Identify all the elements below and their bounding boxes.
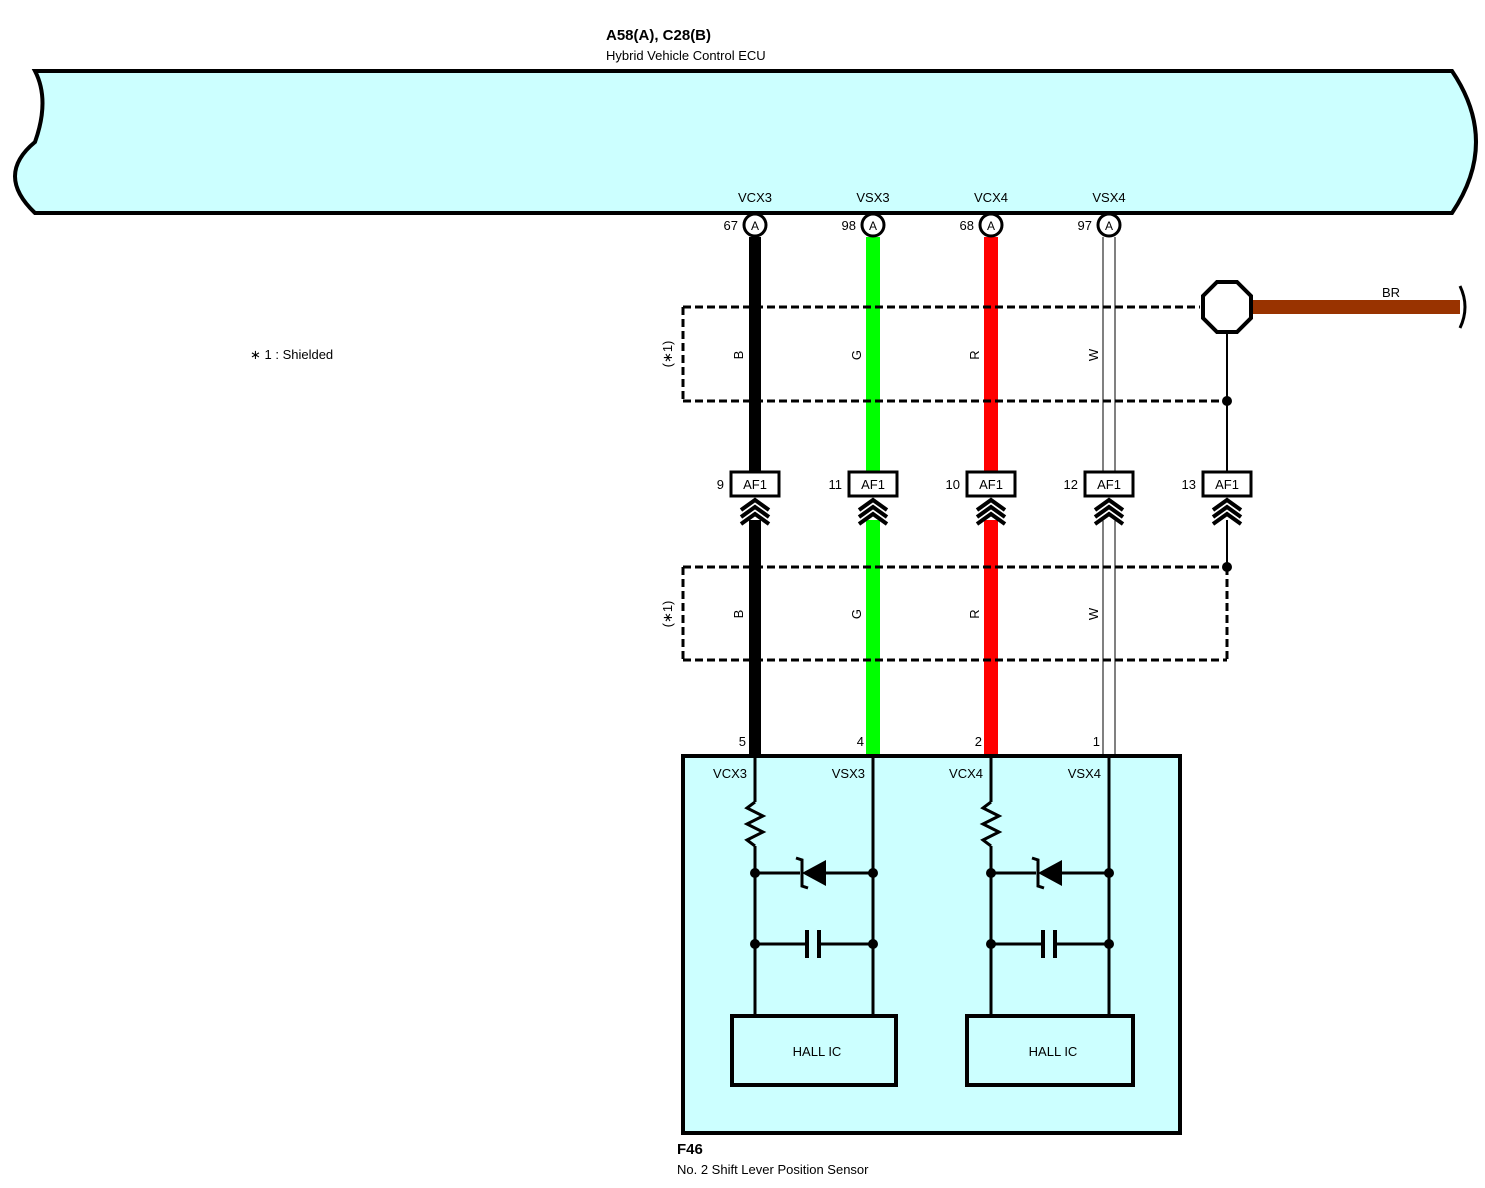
svg-text:AF1: AF1: [979, 477, 1003, 492]
sensor-signal-vcx4: VCX4: [949, 766, 983, 781]
ecu-pin-number-97: 97: [1078, 218, 1092, 233]
sensor-code: F46: [677, 1141, 703, 1158]
ecu-signal-vcx3: VCX3: [738, 190, 772, 205]
wire-code-g-lower: G: [849, 609, 864, 619]
ecu-pin-67: A: [742, 212, 768, 238]
wire-code-r-lower: R: [967, 609, 982, 618]
af-pin-10: 10: [946, 477, 960, 492]
ecu-name: Hybrid Vehicle Control ECU: [606, 48, 766, 63]
junction-af1-11: AF1: [847, 470, 899, 526]
ground-octagon: [1201, 280, 1253, 334]
svg-text:AF1: AF1: [861, 477, 885, 492]
node-1b: [868, 868, 878, 878]
wire-code-b-lower: B: [731, 610, 746, 619]
ecu-pin-number-98: 98: [842, 218, 856, 233]
sensor-pin-4: 4: [857, 734, 864, 749]
ecu-signal-vcx4: VCX4: [974, 190, 1008, 205]
wire-code-b-upper: B: [731, 351, 746, 360]
node-2d: [1104, 939, 1114, 949]
ecu-pin-68: A: [978, 212, 1004, 238]
ecu-pin-97: A: [1096, 212, 1122, 238]
sensor-signal-vsx3: VSX3: [832, 766, 865, 781]
zener-diode-2: [1031, 856, 1062, 890]
ecu-signal-vsx4: VSX4: [1092, 190, 1125, 205]
sensor-circuit-2: [979, 756, 1111, 1016]
junction-af1-13: AF1: [1201, 470, 1253, 526]
sensor-signal-vcx3: VCX3: [713, 766, 747, 781]
hall-ic-1-label: HALL IC: [793, 1044, 842, 1059]
sensor-signal-vsx4: VSX4: [1068, 766, 1101, 781]
svg-text:AF1: AF1: [743, 477, 767, 492]
wire-code-r-upper: R: [967, 350, 982, 359]
node-1a: [750, 868, 760, 878]
svg-text:AF1: AF1: [1215, 477, 1239, 492]
shield-label-upper: (∗1): [660, 341, 675, 368]
shielded-note: ∗ 1 : Shielded: [250, 347, 333, 362]
ecu-body: [13, 69, 1478, 215]
sensor-pin-1: 1: [1093, 734, 1100, 749]
wire-br-label: BR: [1382, 285, 1400, 300]
ecu-pin-98: A: [860, 212, 886, 238]
sensor-pin-2: 2: [975, 734, 982, 749]
af-pin-13: 13: [1182, 477, 1196, 492]
junction-af1-12: AF1: [1083, 470, 1135, 526]
ecu-pin-number-67: 67: [724, 218, 738, 233]
svg-text:A: A: [987, 219, 995, 233]
af-pin-9: 9: [717, 477, 724, 492]
svg-text:A: A: [751, 219, 759, 233]
svg-text:A: A: [1105, 219, 1113, 233]
hall-ic-2-label: HALL IC: [1029, 1044, 1078, 1059]
node-1d: [868, 939, 878, 949]
wire-code-w-lower: W: [1086, 607, 1101, 620]
wire-w-lower: [1102, 520, 1116, 756]
af-pin-11: 11: [829, 477, 843, 492]
ecu-code: A58(A), C28(B): [606, 27, 711, 44]
shield-box-upper: [681, 305, 1227, 403]
node-1c: [750, 939, 760, 949]
junction-af1-10: AF1: [965, 470, 1017, 526]
svg-text:A: A: [869, 219, 877, 233]
wire-code-w-upper: W: [1086, 348, 1101, 361]
node-2a: [986, 868, 996, 878]
af-pin-12: 12: [1064, 477, 1078, 492]
wire-code-g-upper: G: [849, 350, 864, 360]
zener-diode-1: [795, 856, 826, 890]
shield-box-lower: [681, 565, 1229, 662]
hall-ic-2: [965, 1014, 1135, 1087]
sensor-pin-5: 5: [739, 734, 746, 749]
ecu-signal-vsx3: VSX3: [856, 190, 889, 205]
shield-label-lower: (∗1): [660, 601, 675, 628]
node-2c: [986, 939, 996, 949]
junction-af1-9: AF1: [729, 470, 781, 526]
svg-text:AF1: AF1: [1097, 477, 1121, 492]
node-2b: [1104, 868, 1114, 878]
hall-ic-1: [730, 1014, 898, 1087]
wire-w-upper: [1102, 237, 1116, 472]
wire-br-break: [1458, 285, 1467, 329]
ecu-pin-number-68: 68: [960, 218, 974, 233]
sensor-name: No. 2 Shift Lever Position Sensor: [677, 1162, 869, 1177]
